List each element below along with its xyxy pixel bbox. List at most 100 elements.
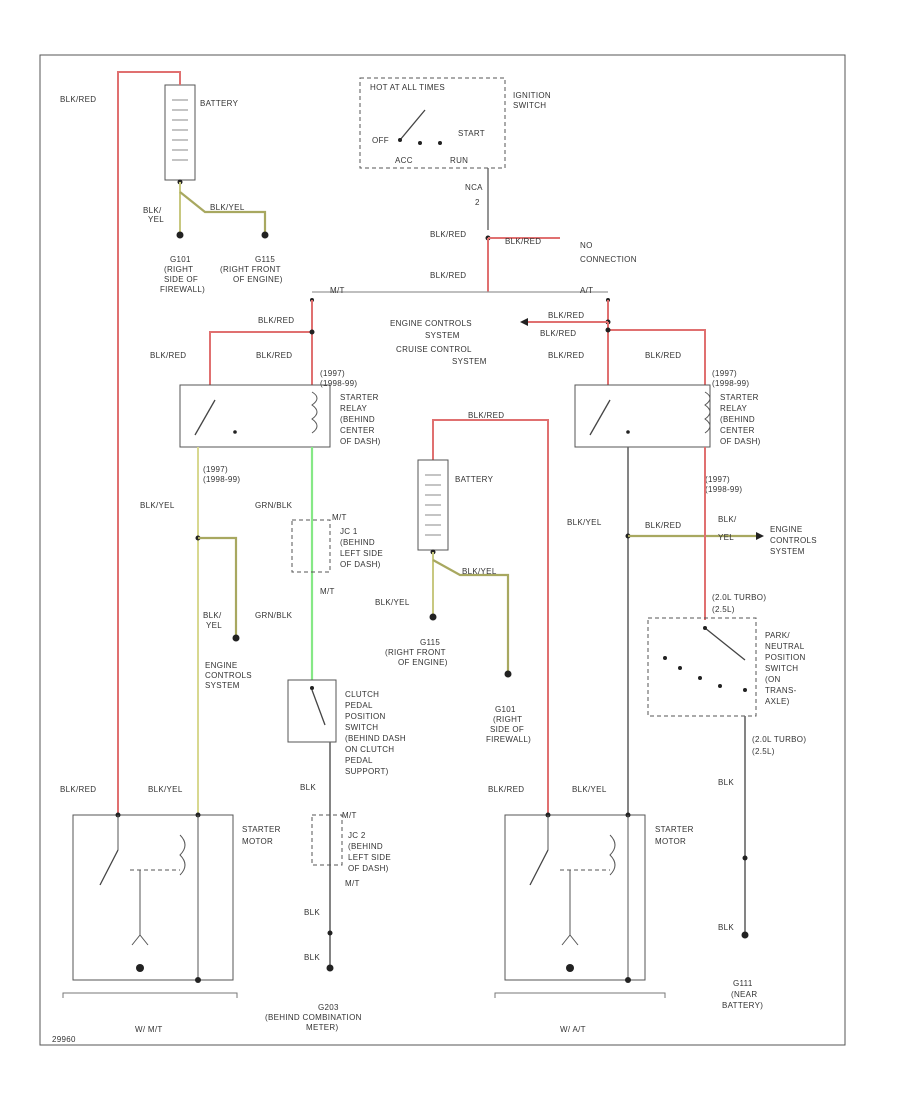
pnp-pin-label: (2.0L TURBO) — [752, 735, 806, 744]
ground-label: FIREWALL) — [486, 735, 531, 744]
clutch-label: PEDAL — [345, 701, 373, 710]
no-connection-label: CONNECTION — [580, 255, 637, 264]
ground-g101-center — [504, 670, 512, 678]
clutch-label: (BEHIND DASH — [345, 734, 406, 743]
jc2-label: LEFT SIDE — [348, 853, 391, 862]
left-starter-relay — [179, 384, 331, 448]
jc1-label: JC 1 — [340, 527, 358, 536]
ign-pin-label: NCA — [465, 183, 483, 192]
ground-label: SIDE OF — [164, 275, 198, 284]
wire-label: BLK/RED — [258, 316, 294, 325]
wire-label: BLK — [304, 953, 320, 962]
no-connection-label: NO — [580, 241, 593, 250]
wire-label: BLK/ — [203, 611, 222, 620]
ground-label: G111 — [733, 979, 753, 988]
wire-label: BLK/YEL — [572, 785, 607, 794]
ground-g101 — [176, 231, 184, 239]
wire-label: BLK/YEL — [148, 785, 183, 794]
ground-g111 — [741, 931, 749, 939]
ecs-label: SYSTEM — [770, 547, 805, 556]
bracket-mt — [62, 992, 238, 998]
pnp-label: NEUTRAL — [765, 642, 805, 651]
pnp-label: (ON — [765, 675, 781, 684]
ignition-start-label: START — [458, 129, 485, 138]
wire-label: BLK/ — [718, 515, 737, 524]
pnp-label: SWITCH — [765, 664, 798, 673]
motor-label: MOTOR — [655, 837, 686, 846]
ecs-label: SYSTEM — [425, 331, 460, 340]
relay-pin-label: (1997) — [203, 465, 228, 474]
wire-label: BLK/RED — [60, 785, 96, 794]
ecs-label: SYSTEM — [205, 681, 240, 690]
wire-battery-negative-to-g115 — [179, 191, 267, 232]
wire-label: BLK/YEL — [462, 567, 497, 576]
ignition-run-label: RUN — [450, 156, 468, 165]
ground-label: (RIGHT — [493, 715, 522, 724]
clutch-label: SUPPORT) — [345, 767, 389, 776]
mt-tag: M/T — [330, 286, 345, 295]
ground-label: (RIGHT — [164, 265, 193, 274]
right-starter-relay — [574, 384, 711, 448]
relay-pin-label: (1998-99) — [705, 485, 742, 494]
relay-label: RELAY — [340, 404, 368, 413]
ignition-switch-box — [359, 77, 506, 169]
ground-label: (RIGHT FRONT — [385, 648, 446, 657]
ground-label: SIDE OF — [490, 725, 524, 734]
wire-center-battery-red — [432, 419, 549, 815]
relay-pin-label: (1997) — [320, 369, 345, 378]
ground-label: OF ENGINE) — [398, 658, 448, 667]
pnp-pin-label: (2.5L) — [712, 605, 735, 614]
wire-label: BLK/RED — [488, 785, 524, 794]
ground-label: METER) — [306, 1023, 338, 1032]
ground-label: (NEAR — [731, 990, 757, 999]
jc2-label: (BEHIND — [348, 842, 383, 851]
wire-label: BLK/ — [143, 206, 162, 215]
wire-label: BLK/RED — [540, 329, 576, 338]
jc2-pin: M/T — [345, 879, 360, 888]
wire-label: GRN/BLK — [255, 611, 293, 620]
relay-pin-label: (1998-99) — [203, 475, 240, 484]
ground-label: FIREWALL) — [160, 285, 205, 294]
jc1-label: LEFT SIDE — [340, 549, 383, 558]
wire-label: BLK — [300, 783, 316, 792]
ground-label: G101 — [170, 255, 191, 264]
wire-label: BLK/RED — [505, 237, 541, 246]
battery-label: BATTERY — [455, 475, 494, 484]
ignition-hot-label: HOT AT ALL TIMES — [370, 83, 445, 92]
wire-center-battery-neg2 — [432, 559, 510, 672]
diagram-code: 29960 — [52, 1035, 76, 1044]
ground-label: G203 — [318, 1003, 339, 1012]
clutch-label: SWITCH — [345, 723, 378, 732]
relay-label: OF DASH) — [340, 437, 381, 446]
pnp-pin-label: (2.5L) — [752, 747, 775, 756]
jc2-label: OF DASH) — [348, 864, 389, 873]
relay-label: (BEHIND — [720, 415, 755, 424]
wire-label: BLK — [718, 778, 734, 787]
jc1-pin: M/T — [320, 587, 335, 596]
ground-label: (BEHIND COMBINATION — [265, 1013, 362, 1022]
ccs-label: CRUISE CONTROL — [396, 345, 472, 354]
pnp-label: POSITION — [765, 653, 806, 662]
jc1-label: (BEHIND — [340, 538, 375, 547]
motor-label: STARTER — [242, 825, 281, 834]
relay-pin-label: (1998-99) — [712, 379, 749, 388]
relay-pin-label: (1997) — [705, 475, 730, 484]
ecs-label: ENGINE — [205, 661, 237, 670]
battery-top-left — [164, 84, 196, 181]
bracket-label: W/ A/T — [560, 1025, 586, 1034]
pnp-label: PARK/ — [765, 631, 790, 640]
ecs-label: ENGINE CONTROLS — [390, 319, 472, 328]
diagram-border — [39, 54, 846, 1046]
motor-label: STARTER — [655, 825, 694, 834]
clutch-label: PEDAL — [345, 756, 373, 765]
jc2-box — [311, 814, 343, 866]
ign-pin-label: 2 — [475, 198, 480, 207]
relay-label: CENTER — [720, 426, 755, 435]
ccs-label: SYSTEM — [452, 357, 487, 366]
battery-label: BATTERY — [200, 99, 239, 108]
relay-pin-label: (1997) — [712, 369, 737, 378]
clutch-pedal-position-switch — [287, 679, 337, 743]
wire-label: YEL — [718, 533, 734, 542]
wire-label: BLK — [304, 908, 320, 917]
wire-right-relay-feed — [607, 322, 706, 385]
